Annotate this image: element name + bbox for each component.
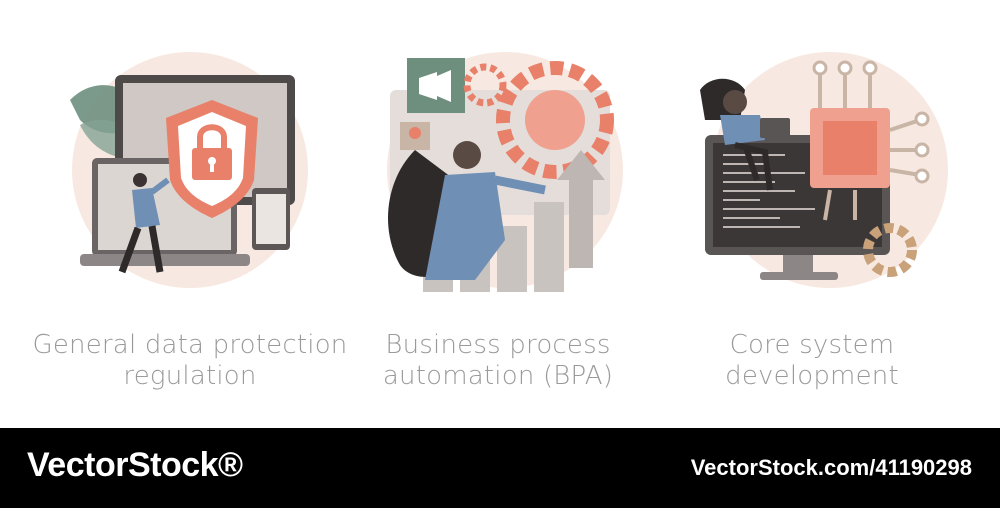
gears-growth-chart-icon xyxy=(387,52,623,292)
caption-line: Business process xyxy=(385,330,611,360)
chip-monitor-code-icon xyxy=(700,52,948,288)
caption-core-system: Core system development xyxy=(652,330,972,392)
caption-line: General data protection xyxy=(32,330,348,360)
illustration-stage: General data protection regulation Busin xyxy=(30,40,972,392)
caption-line: regulation xyxy=(123,361,257,391)
caption-bpa: Business process automation (BPA) xyxy=(338,330,658,392)
image-id: VectorStock.com/41190298 xyxy=(690,455,972,480)
core-system-illustration xyxy=(665,40,965,310)
shield-lock-devices-icon xyxy=(70,52,308,288)
caption-line: Core system xyxy=(729,330,895,360)
brand-logo[interactable]: VectorStock® xyxy=(27,446,243,484)
bpa-illustration xyxy=(355,40,655,310)
gdpr-illustration xyxy=(40,40,340,310)
watermark-footer: VectorStock® VectorStock.com/41190298 xyxy=(0,428,1000,508)
caption-gdpr: General data protection regulation xyxy=(30,330,350,392)
caption-line: automation (BPA) xyxy=(382,361,614,391)
caption-line: development xyxy=(725,361,899,391)
